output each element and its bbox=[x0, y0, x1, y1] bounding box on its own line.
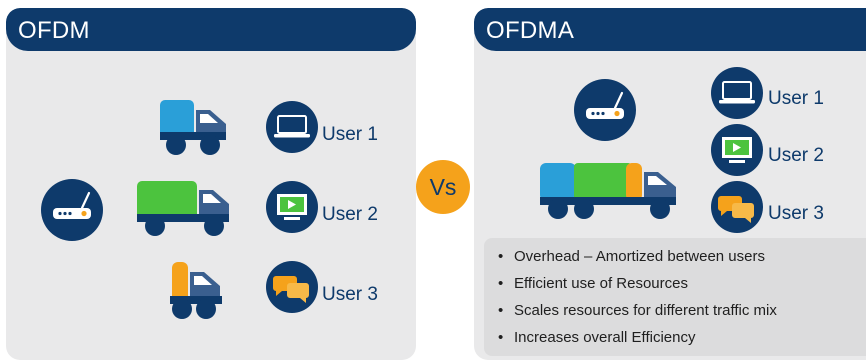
ofdm-user-2-label: User 2 bbox=[322, 204, 378, 225]
ofdma-user-3-label: User 3 bbox=[768, 203, 824, 224]
truck-icon bbox=[170, 262, 222, 319]
video-screen-icon bbox=[711, 124, 763, 176]
ofdm-title: OFDM bbox=[18, 17, 90, 44]
benefits-box: Overhead – Amortized between users Effic… bbox=[484, 238, 866, 356]
ofdma-user-2-label: User 2 bbox=[768, 145, 824, 166]
benefit-item: Efficient use of Resources bbox=[498, 273, 866, 300]
ofdma-title: OFDMA bbox=[486, 17, 575, 44]
router-icon bbox=[39, 177, 105, 243]
truck-icon bbox=[160, 100, 226, 155]
router-icon bbox=[572, 77, 638, 143]
ofdma-banner: OFDMA bbox=[474, 8, 866, 51]
benefit-item: Scales resources for different traffic m… bbox=[498, 300, 866, 327]
ofdm-user-1-label: User 1 bbox=[322, 124, 378, 145]
benefits-list: Overhead – Amortized between users Effic… bbox=[484, 238, 866, 354]
truck-icon bbox=[540, 163, 676, 219]
laptop-icon bbox=[710, 66, 764, 120]
chat-bubbles-icon bbox=[711, 181, 763, 233]
video-screen-icon bbox=[266, 181, 318, 233]
benefit-item: Overhead – Amortized between users bbox=[498, 246, 866, 273]
ofdm-banner: OFDM bbox=[6, 8, 416, 51]
ofdm-user-3-label: User 3 bbox=[322, 284, 378, 305]
vs-badge: Vs bbox=[416, 160, 470, 214]
laptop-icon bbox=[265, 100, 319, 154]
ofdma-user-1-label: User 1 bbox=[768, 88, 824, 109]
chat-bubbles-icon bbox=[266, 261, 318, 313]
benefit-item: Increases overall Efficiency bbox=[498, 327, 866, 354]
truck-icon bbox=[137, 181, 229, 236]
